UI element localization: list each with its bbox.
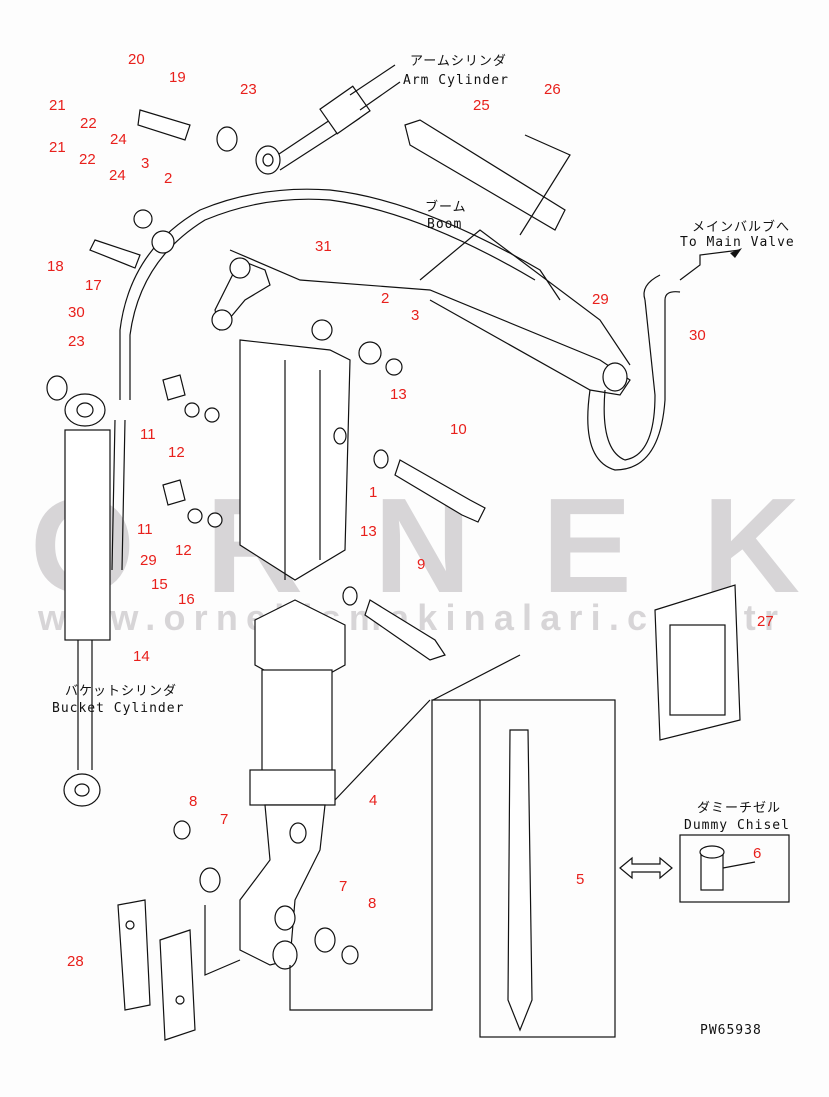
callout: 12 bbox=[168, 444, 185, 461]
boom-label: Boom bbox=[427, 217, 462, 232]
double-arrow-icon bbox=[619, 856, 673, 880]
callout: 8 bbox=[189, 793, 197, 810]
callout: 20 bbox=[128, 51, 145, 68]
callout: 4 bbox=[369, 792, 377, 809]
bucket-cylinder-label: Bucket Cylinder bbox=[52, 701, 184, 716]
boom bbox=[211, 229, 631, 396]
bucket-cylinder bbox=[46, 375, 111, 807]
callout: 18 bbox=[47, 258, 64, 275]
callout: 7 bbox=[339, 878, 347, 895]
callout: 30 bbox=[689, 327, 706, 344]
callout: 12 bbox=[175, 542, 192, 559]
decal-plate bbox=[654, 584, 741, 741]
callout: 14 bbox=[133, 648, 150, 665]
callout: 27 bbox=[757, 613, 774, 630]
callout: 10 bbox=[450, 421, 467, 438]
callout: 29 bbox=[592, 291, 609, 308]
callout: 24 bbox=[110, 131, 127, 148]
callout: 24 bbox=[109, 167, 126, 184]
main-valve-label-jp: メインバルブへ bbox=[692, 219, 790, 235]
callout: 3 bbox=[411, 307, 419, 324]
callout: 11 bbox=[137, 521, 153, 538]
arm-cylinder-label-jp: アームシリンダ bbox=[410, 54, 507, 69]
callout: 9 bbox=[417, 556, 425, 573]
callout: 29 bbox=[140, 552, 157, 569]
dummy-chisel-label: Dummy Chisel bbox=[684, 818, 790, 833]
callout: 22 bbox=[80, 115, 97, 132]
callout: 28 bbox=[67, 953, 84, 970]
bucket-cylinder-label-jp: バケットシリンダ bbox=[65, 684, 177, 699]
arrow-icon bbox=[730, 248, 742, 258]
pins bbox=[89, 109, 486, 661]
chisel bbox=[432, 654, 616, 1038]
breaker bbox=[173, 599, 480, 1011]
callout: 3 bbox=[141, 155, 149, 172]
callout: 13 bbox=[390, 386, 407, 403]
hoses bbox=[111, 188, 681, 571]
callout: 21 bbox=[49, 97, 66, 114]
callout: 2 bbox=[164, 170, 172, 187]
arm-cylinder bbox=[255, 64, 401, 175]
callout: 21 bbox=[49, 139, 66, 156]
part-callouts: 20 19 21 22 24 23 21 22 24 3 2 18 17 31 … bbox=[47, 51, 774, 970]
callout: 2 bbox=[381, 290, 389, 307]
callout: 5 bbox=[576, 871, 584, 888]
callout: 30 bbox=[68, 304, 85, 321]
dummy-chisel-label-jp: ダミーチゼル bbox=[697, 801, 781, 816]
callout: 23 bbox=[240, 81, 257, 98]
arm bbox=[239, 339, 351, 581]
callout: 8 bbox=[368, 895, 376, 912]
callout: 23 bbox=[68, 333, 85, 350]
main-valve-leader bbox=[679, 249, 741, 281]
callout: 13 bbox=[360, 523, 377, 540]
callout: 17 bbox=[85, 277, 102, 294]
callout: 25 bbox=[473, 97, 490, 114]
text-labels: アームシリンダ Arm Cylinder ブーム Boom メインバルブへ To… bbox=[52, 54, 795, 1038]
arm-cylinder-label: Arm Cylinder bbox=[403, 73, 509, 88]
callout: 22 bbox=[79, 151, 96, 168]
callout: 11 bbox=[140, 426, 156, 443]
callout: 1 bbox=[369, 484, 377, 501]
drawing-number: PW65938 bbox=[700, 1023, 762, 1038]
callout: 19 bbox=[169, 69, 186, 86]
callout: 6 bbox=[753, 845, 761, 862]
callout: 31 bbox=[315, 238, 332, 255]
pipe-bracket bbox=[404, 119, 571, 236]
callout: 16 bbox=[178, 591, 195, 608]
callout: 7 bbox=[220, 811, 228, 828]
boom-label-jp: ブーム bbox=[425, 199, 467, 215]
dummy-chisel-box bbox=[619, 834, 790, 903]
main-valve-label: To Main Valve bbox=[680, 235, 795, 250]
bracket-plate bbox=[117, 899, 196, 1041]
callout: 26 bbox=[544, 81, 561, 98]
callout: 15 bbox=[151, 576, 168, 593]
